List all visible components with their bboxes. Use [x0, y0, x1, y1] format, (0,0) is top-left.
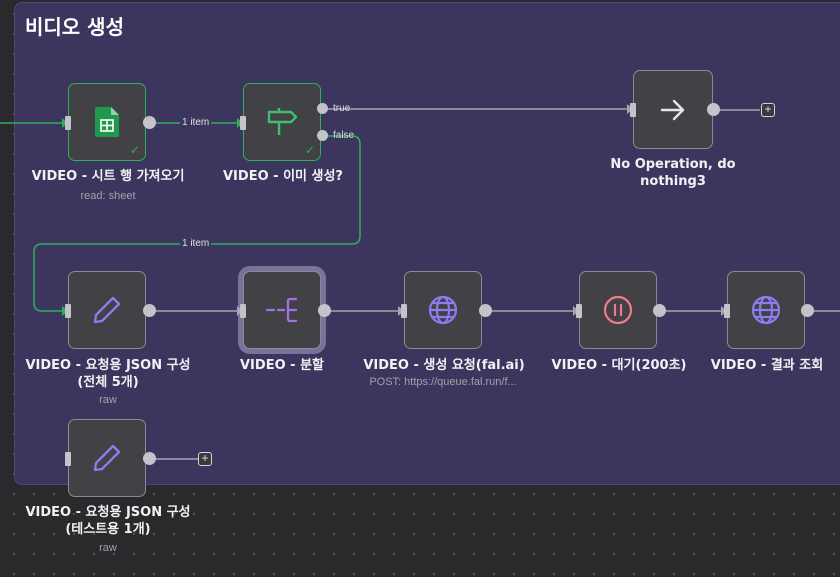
success-check-icon: ✓ — [129, 143, 140, 157]
node-label: VIDEO - 대기(200초) — [551, 358, 687, 373]
node-label: VIDEO - 생성 요청(fal.ai) — [363, 358, 525, 373]
group-title: 비디오 생성 — [25, 15, 124, 39]
output-port[interactable] — [143, 452, 156, 465]
input-port[interactable] — [401, 304, 407, 318]
node-split[interactable] — [243, 271, 321, 349]
google-sheets-icon — [95, 107, 119, 137]
pencil-icon — [93, 296, 121, 324]
node-label: VIDEO - 시트 행 가져오기 — [31, 169, 185, 184]
node-label: VIDEO - 분할 — [240, 358, 324, 373]
node-label-line: VIDEO - 요청용 JSON 구성 — [25, 505, 191, 520]
input-port[interactable] — [240, 116, 246, 130]
node-label-line: nothing3 — [640, 174, 706, 189]
input-port[interactable] — [630, 103, 636, 117]
input-port[interactable] — [65, 116, 71, 130]
output-port[interactable] — [318, 304, 331, 317]
output-port[interactable] — [653, 304, 666, 317]
node-label: No Operation, do nothing3 — [598, 156, 748, 190]
output-port[interactable] — [801, 304, 814, 317]
node-generate-request[interactable] — [404, 271, 482, 349]
branch-false-label: false — [333, 130, 355, 141]
output-port[interactable] — [479, 304, 492, 317]
output-port[interactable] — [143, 116, 156, 129]
arrow-right-icon — [660, 99, 685, 120]
node-label-line: No Operation, do — [610, 157, 736, 172]
node-wait[interactable] — [579, 271, 657, 349]
globe-icon — [751, 295, 781, 325]
connection-item-count: 1 item — [180, 238, 212, 249]
node-label: VIDEO - 결과 조회 — [710, 358, 824, 373]
globe-icon — [428, 295, 458, 325]
add-node-button[interactable]: + — [761, 103, 775, 117]
node-no-operation[interactable] — [633, 70, 713, 149]
output-port[interactable] — [143, 304, 156, 317]
input-port[interactable] — [576, 304, 582, 318]
pause-icon — [603, 295, 633, 325]
node-json-build-all[interactable] — [68, 271, 146, 349]
input-port[interactable] — [240, 304, 246, 318]
branch-true-label: true — [333, 103, 351, 114]
node-label-line: (전체 5개) — [77, 375, 139, 390]
output-port-false[interactable] — [317, 130, 328, 141]
pencil-icon — [93, 444, 121, 472]
node-json-build-test[interactable] — [68, 419, 146, 497]
node-subtitle: POST: https://queue.fal.run/f... — [369, 376, 517, 388]
node-if-already-generated[interactable]: ✓ — [243, 83, 321, 161]
node-subtitle: raw — [99, 542, 117, 554]
split-out-icon — [265, 297, 298, 323]
input-port[interactable] — [65, 452, 71, 466]
output-port[interactable] — [707, 103, 720, 116]
node-sheet-read[interactable]: ✓ — [68, 83, 146, 161]
node-label: VIDEO - 이미 생성? — [223, 169, 343, 184]
input-port[interactable] — [65, 304, 71, 318]
node-fetch-result[interactable] — [727, 271, 805, 349]
connection-item-count: 1 item — [180, 117, 212, 128]
signpost-icon — [267, 108, 298, 135]
node-label-line: (테스트용 1개) — [65, 522, 151, 537]
node-label: VIDEO - 요청용 JSON 구성 (테스트용 1개) — [14, 504, 202, 538]
node-subtitle: raw — [99, 394, 117, 406]
input-port[interactable] — [724, 304, 730, 318]
node-subtitle: read: sheet — [80, 190, 136, 202]
node-label-line: VIDEO - 요청용 JSON 구성 — [25, 358, 191, 373]
success-check-icon: ✓ — [304, 143, 315, 157]
node-label: VIDEO - 요청용 JSON 구성 (전체 5개) — [14, 357, 202, 391]
output-port-true[interactable] — [317, 103, 328, 114]
add-node-button[interactable]: + — [198, 452, 212, 466]
